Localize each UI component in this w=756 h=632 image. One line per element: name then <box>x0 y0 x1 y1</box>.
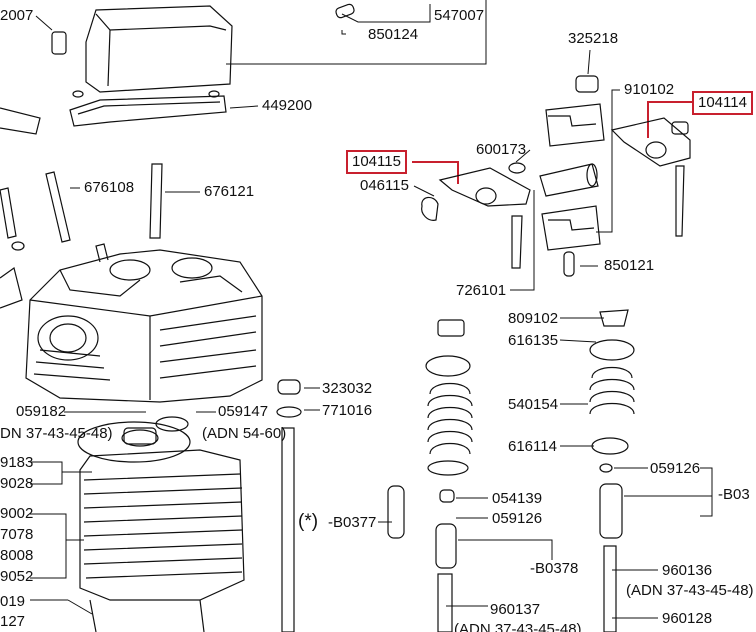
note-adn-54-60: (ADN 54-60) <box>202 425 287 442</box>
part-850121: 850121 <box>604 257 655 274</box>
part-8008: 8008 <box>0 547 34 564</box>
valve-parts-center <box>387 319 473 632</box>
part-960128: 960128 <box>662 610 713 627</box>
part-323032: 323032 <box>322 380 373 397</box>
ref-B03: -B03 <box>718 486 750 503</box>
part-019: 019 <box>0 593 26 610</box>
part-054139: 054139 <box>492 490 543 507</box>
part-960136: 960136 <box>662 562 713 579</box>
rocker-assembly <box>421 75 691 277</box>
ref-B0378: -B0378 <box>530 560 579 577</box>
part-104115-highlighted: 104115 <box>346 150 407 174</box>
note-adn-37-43-45-48-left: DN 37-43-45-48) <box>0 425 113 442</box>
note-adn-37-43-45-48-center: (ADN 37-43-45-48) <box>454 621 582 632</box>
cylinder-head <box>0 107 263 403</box>
part-600173: 600173 <box>476 141 527 158</box>
part-9002: 9002 <box>0 505 34 522</box>
footnote-star: (*) <box>298 511 319 532</box>
cylinder-barrel <box>77 416 245 632</box>
part-059126-right: 059126 <box>650 460 701 477</box>
part-059126-center: 059126 <box>492 510 543 527</box>
part-676108: 676108 <box>84 179 135 196</box>
part-726101: 726101 <box>456 282 507 299</box>
part-960137: 960137 <box>490 601 541 618</box>
pushrod-tube <box>276 379 302 632</box>
part-046115: 046115 <box>360 177 409 194</box>
part-809102: 809102 <box>508 310 559 327</box>
part-850124: 850124 <box>368 26 419 43</box>
note-adn-37-43-45-48-right: (ADN 37-43-45-48) <box>626 582 754 599</box>
part-127: 127 <box>0 613 26 630</box>
part-104114-highlighted: 104114 <box>692 91 753 115</box>
part-449200: 449200 <box>262 97 313 114</box>
part-7078: 7078 <box>0 526 34 543</box>
part-540154: 540154 <box>508 396 559 413</box>
part-616114: 616114 <box>508 438 557 455</box>
part-059182: 059182 <box>16 403 67 420</box>
ref-B0377: -B0377 <box>328 514 377 531</box>
part-547007: 547007 <box>434 7 485 24</box>
part-676121: 676121 <box>204 183 255 200</box>
part-616135: 616135 <box>508 332 559 349</box>
part-325218: 325218 <box>568 30 619 47</box>
part-9052: 9052 <box>0 568 34 585</box>
part-9183: 9183 <box>0 454 34 471</box>
part-2007: 2007 <box>0 7 34 24</box>
valve-parts-right <box>589 309 635 632</box>
rocker-cover <box>51 3 355 127</box>
studs <box>0 163 163 251</box>
part-9028: 9028 <box>0 475 34 492</box>
part-771016: 771016 <box>322 402 373 419</box>
highlight-leaders <box>412 101 692 184</box>
part-059147: 059147 <box>218 403 269 420</box>
part-910102: 910102 <box>624 81 675 98</box>
